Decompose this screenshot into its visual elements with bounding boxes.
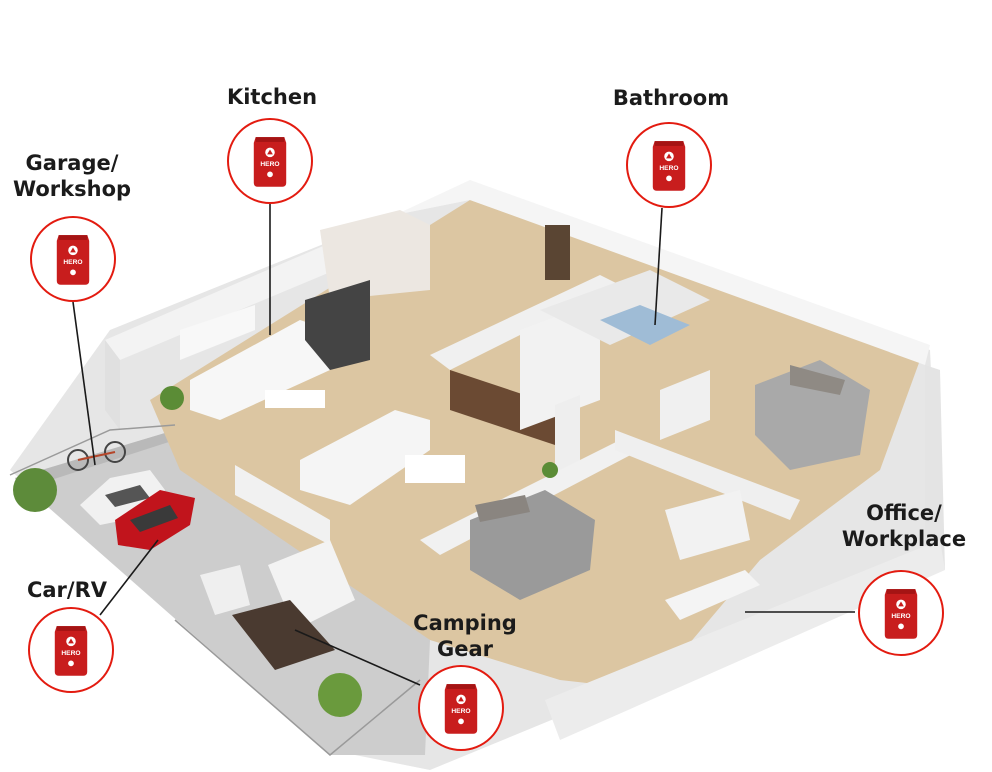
sofa [300,410,430,505]
kit-pouch-icon: HERO [56,235,90,285]
pouch-brand-text: HERO [61,650,80,657]
office-label-line1: Office/ [866,501,942,525]
kit-pouch-icon: HERO [444,684,478,734]
car-label: Car/RV [26,578,108,602]
kit-pouch-icon: HERO [884,589,918,639]
camping-label-line2: Gear [436,637,493,661]
office-label-line2: Workplace [841,527,967,551]
office-desk [665,570,760,620]
patio-table [232,600,335,670]
kitchen-product-badge: HERO [227,118,313,204]
outer-wall-front [545,540,945,740]
pouch-brand-text: HERO [260,161,279,168]
kit-pouch-icon: HERO [253,137,287,187]
bathroom-label: Bathroom [612,86,730,110]
kit-pouch-icon: HERO [54,626,88,676]
bathroom-floor [540,270,710,345]
kitchen-counter [190,320,330,420]
kitchen-label: Kitchen [226,85,318,109]
pouch-brand-text: HERO [891,613,910,620]
garage-product-badge: HERO [30,216,116,302]
outer-wall-left [105,215,395,360]
bathroom-pointer-line [654,207,663,326]
kitchen-wall [320,210,430,300]
garage-label-line1: Garage/ [25,151,119,175]
office-label: Office/ Workplace [834,500,974,552]
outer-wall-right [925,365,945,570]
pouch-brand-text: HERO [451,708,470,715]
office-product-badge: HERO [858,570,944,656]
bathtub [600,305,690,345]
outer-wall-top [395,180,930,365]
garage-label: Garage/ Workshop [6,150,138,202]
garage-pointer-line [72,301,96,466]
upper-cabinets [180,305,255,360]
camping-label-line1: Camping [413,611,517,635]
camping-label: Camping Gear [400,610,530,662]
car-pointer-line [99,539,159,616]
camping-product-badge: HERO [418,665,504,751]
pouch-brand-text: HERO [63,259,82,266]
bathroom-product-badge: HERO [626,122,712,208]
garage-label-line2: Workshop [12,177,132,201]
camping-pointer-line [294,629,421,686]
kit-pouch-icon: HERO [652,141,686,191]
car-product-badge: HERO [28,607,114,693]
pouch-brand-text: HERO [659,165,678,172]
